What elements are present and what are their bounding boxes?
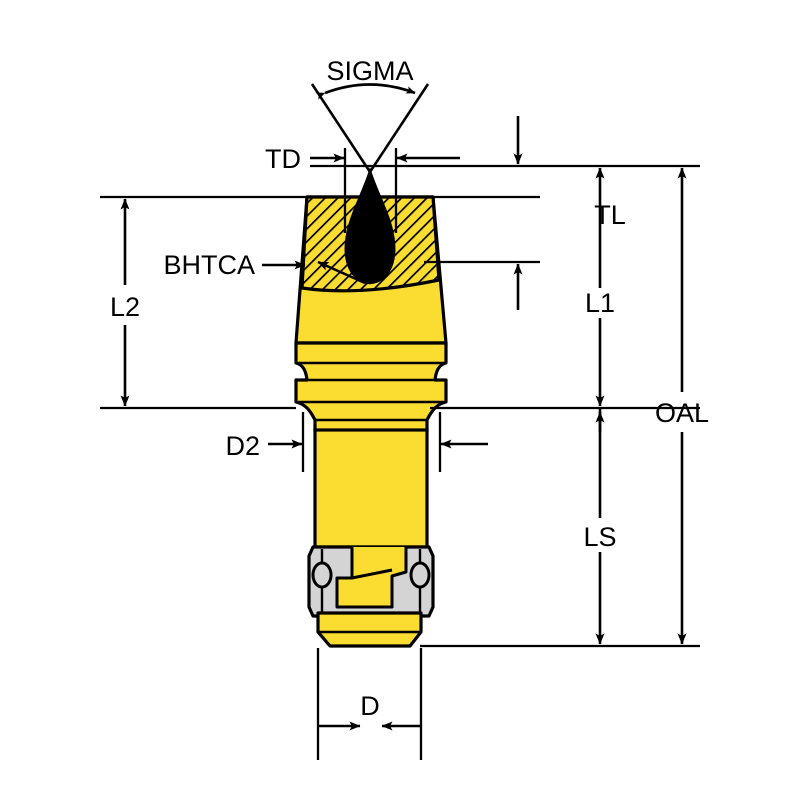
sigma-leg-right	[368, 83, 430, 173]
shank	[313, 428, 429, 549]
label-tl: TL	[594, 200, 626, 230]
retainer-inner-profile	[335, 547, 408, 609]
label-l1: L1	[585, 288, 615, 318]
d-dimension	[316, 648, 423, 760]
carbide-tip	[344, 167, 396, 285]
retainer-hole-left-icon	[311, 561, 333, 589]
bhtca-pointer-line	[317, 260, 366, 285]
part-geometry	[294, 167, 448, 648]
retainer-divider-line	[351, 568, 393, 580]
label-d2: D2	[225, 431, 260, 461]
d2-dimension	[268, 412, 488, 472]
td-dimension	[310, 148, 460, 233]
label-oal: OAL	[655, 398, 709, 428]
dimension-labels: SIGMA TD TL BHTCA L1 L2 OAL LS D2 D	[110, 56, 709, 721]
base	[316, 611, 423, 648]
collar-flange	[294, 341, 448, 434]
dimension-annotations	[100, 83, 700, 760]
label-d: D	[360, 691, 380, 721]
sigma-arc	[315, 83, 416, 100]
label-l2: L2	[110, 292, 140, 322]
label-sigma: SIGMA	[326, 56, 413, 86]
sigma-dimension	[310, 83, 430, 173]
label-ls: LS	[583, 522, 616, 552]
label-bhtca: BHTCA	[163, 250, 255, 280]
bhtca-leader	[262, 260, 366, 285]
label-td: TD	[265, 144, 301, 174]
retainer-hole-right-icon	[409, 561, 431, 589]
